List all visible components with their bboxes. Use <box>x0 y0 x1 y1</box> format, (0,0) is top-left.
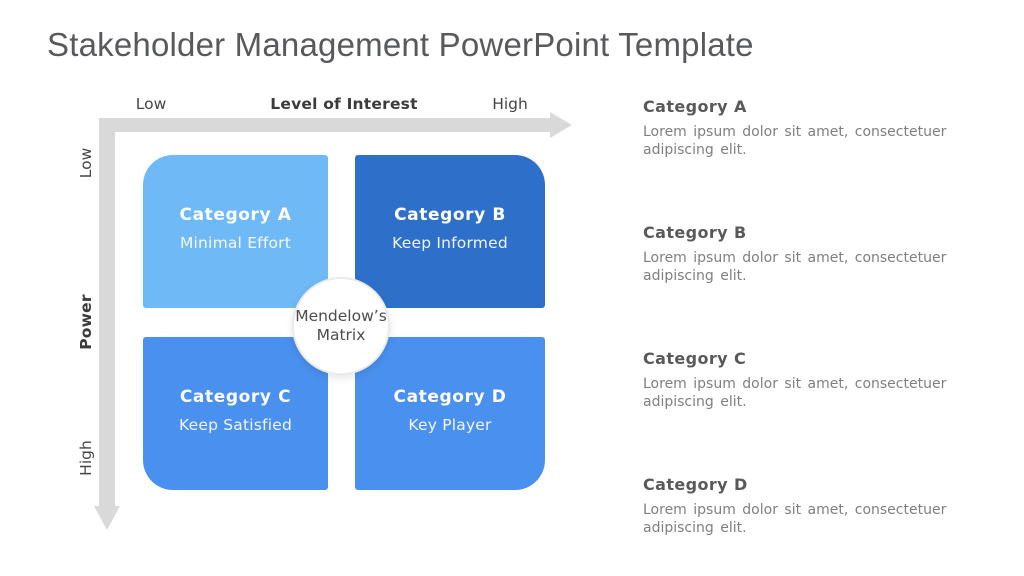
quadrant-category-a: Category A Minimal Effort <box>143 155 328 308</box>
power-axis-label: Power <box>77 294 95 350</box>
badge-line-1: Mendelow’s <box>295 307 387 326</box>
legend-item-category-c: Category C Lorem ipsum dolor sit amet, c… <box>643 349 973 411</box>
page-title: Stakeholder Management PowerPoint Templa… <box>47 26 754 63</box>
legend-heading: Category C <box>643 349 747 368</box>
quadrant-category-d: Category D Key Player <box>355 337 545 490</box>
quadrant-title: Category C <box>179 387 292 407</box>
quadrant-strategy: Keep Informed <box>392 234 508 252</box>
quadrant-title: Category B <box>394 205 506 225</box>
y-axis-arrow <box>99 118 115 506</box>
legend-item-category-a: Category A Lorem ipsum dolor sit amet, c… <box>643 97 973 159</box>
quadrant-title: Category A <box>179 205 292 225</box>
y-axis-arrowhead-icon <box>94 506 120 530</box>
legend-heading: Category A <box>643 97 747 116</box>
legend-body: Lorem ipsum dolor sit amet, consectetuer… <box>643 250 947 285</box>
x-axis-arrow <box>101 118 550 132</box>
legend-body: Lorem ipsum dolor sit amet, consectetuer… <box>643 376 947 411</box>
quadrant-strategy: Key Player <box>408 416 492 434</box>
power-high-label: High <box>77 440 95 476</box>
legend-heading: Category B <box>643 223 747 242</box>
legend-item-category-b: Category B Lorem ipsum dolor sit amet, c… <box>643 223 973 285</box>
quadrant-category-b: Category B Keep Informed <box>355 155 545 308</box>
quadrant-strategy: Minimal Effort <box>179 234 292 252</box>
quadrant-strategy: Keep Satisfied <box>179 416 292 434</box>
legend-body: Lorem ipsum dolor sit amet, consectetuer… <box>643 124 947 159</box>
power-low-label: Low <box>77 147 95 179</box>
quadrant-title: Category D <box>393 387 507 407</box>
mendelow-matrix-badge: Mendelow’s Matrix <box>292 277 390 375</box>
legend-heading: Category D <box>643 475 748 494</box>
legend-item-category-d: Category D Lorem ipsum dolor sit amet, c… <box>643 475 973 537</box>
x-axis-arrowhead-icon <box>550 112 572 138</box>
legend-body: Lorem ipsum dolor sit amet, consectetuer… <box>643 502 947 537</box>
badge-line-2: Matrix <box>316 326 366 344</box>
interest-high-label: High <box>492 95 528 113</box>
interest-low-label: Low <box>135 95 167 113</box>
quadrant-category-c: Category C Keep Satisfied <box>143 337 328 490</box>
interest-axis-label: Level of Interest <box>270 95 418 113</box>
